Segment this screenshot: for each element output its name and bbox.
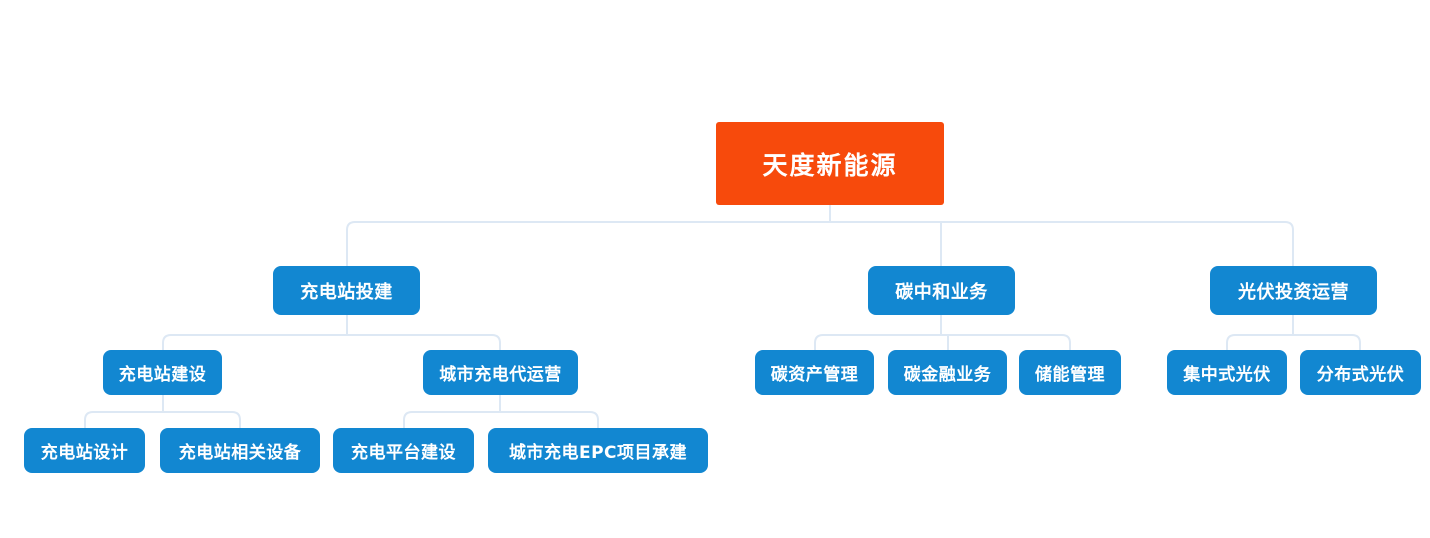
node-charging-platform-construction[interactable]: 充电平台建设 xyxy=(333,428,474,473)
connector-root-to-branches xyxy=(346,204,1294,267)
node-centralized-pv[interactable]: 集中式光伏 xyxy=(1167,350,1287,395)
node-charging-station-design[interactable]: 充电站设计 xyxy=(24,428,145,473)
node-pv-investment-operation[interactable]: 光伏投资运营 xyxy=(1210,266,1377,315)
node-tiandu-new-energy[interactable]: 天度新能源 xyxy=(716,122,944,205)
node-carbon-finance-business[interactable]: 碳金融业务 xyxy=(888,350,1007,395)
connector-station-construction-children xyxy=(84,394,241,429)
connector-pv-operation-children xyxy=(1226,314,1361,351)
connector-carbon-neutral-children xyxy=(814,314,1071,351)
node-city-charging-epc-project[interactable]: 城市充电EPC项目承建 xyxy=(488,428,708,473)
connector-city-charging-children xyxy=(403,394,599,429)
connector-charging-investment-children xyxy=(162,314,501,351)
node-carbon-asset-management[interactable]: 碳资产管理 xyxy=(755,350,874,395)
node-carbon-neutral-business[interactable]: 碳中和业务 xyxy=(868,266,1015,315)
node-distributed-pv[interactable]: 分布式光伏 xyxy=(1300,350,1421,395)
node-energy-storage-management[interactable]: 储能管理 xyxy=(1019,350,1121,395)
node-charging-station-construction[interactable]: 充电站建设 xyxy=(103,350,222,395)
node-charging-station-equipment[interactable]: 充电站相关设备 xyxy=(160,428,320,473)
node-charging-station-investment[interactable]: 充电站投建 xyxy=(273,266,420,315)
node-city-charging-agency-operation[interactable]: 城市充电代运营 xyxy=(423,350,578,395)
